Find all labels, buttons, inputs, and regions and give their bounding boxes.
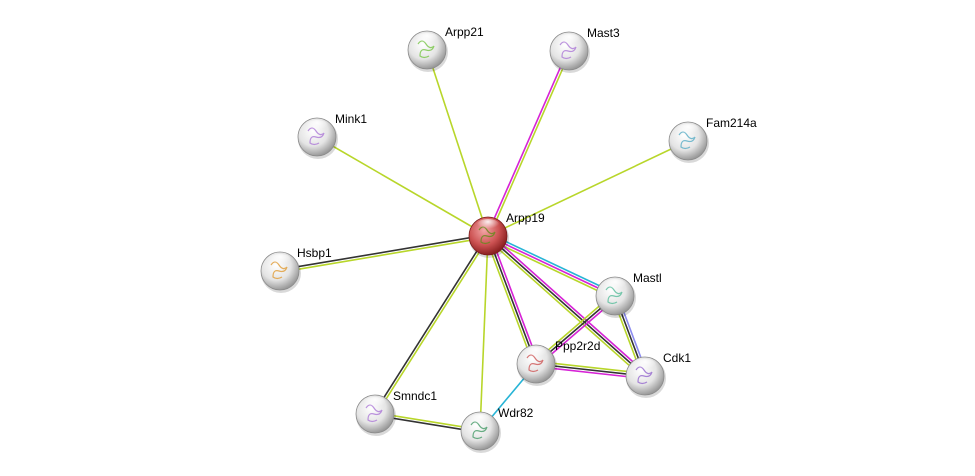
edge-arpp19-arpp21[interactable] [426, 49, 489, 237]
node-label: Arpp21 [445, 25, 484, 39]
edge-line-textmining [479, 235, 489, 432]
node-label: Wdr82 [498, 406, 534, 420]
node-mast3[interactable]: Mast3 [549, 26, 620, 73]
node-label: Smndc1 [393, 389, 437, 403]
edge-line-experiments [487, 235, 616, 297]
edge-line-textmining [488, 51, 571, 237]
edge-line-textmining [487, 140, 689, 237]
edge-line-coexpression [487, 235, 537, 365]
edge-line-textmining [484, 236, 535, 366]
node-label: Mast3 [587, 26, 620, 40]
edge-line-experiments [489, 234, 540, 364]
node-label: Mink1 [335, 112, 367, 126]
node-label: Mastl [633, 271, 662, 285]
node-highlight [305, 120, 329, 134]
node-mink1[interactable]: Mink1 [297, 112, 367, 159]
edge-line-experiments [489, 233, 648, 375]
edge-arpp19-ppp2r2d[interactable] [484, 234, 540, 366]
node-cdk1[interactable]: Cdk1 [625, 351, 691, 398]
edge-line-databases [488, 232, 617, 295]
node-label: Hsbp1 [297, 246, 332, 260]
node-label: Arpp19 [506, 211, 545, 225]
node-fam214a[interactable]: Fam214a [668, 116, 757, 163]
edge-line-textmining [375, 236, 490, 416]
node-mastl[interactable]: Mastl [595, 271, 662, 318]
node-ppp2r2d[interactable]: Ppp2r2d [516, 339, 600, 386]
edge-arpp19-mast3[interactable] [486, 50, 571, 237]
edge-arpp19-mastl[interactable] [486, 232, 617, 300]
edge-arpp19-mink1[interactable] [316, 136, 489, 237]
node-arpp21[interactable]: Arpp21 [407, 25, 484, 72]
edge-arpp19-cdk1[interactable] [485, 233, 648, 379]
edge-line-coexpression [487, 235, 646, 377]
node-highlight [603, 279, 627, 293]
node-label: Ppp2r2d [555, 339, 600, 353]
edge-line-textmining [280, 236, 489, 274]
node-highlight [268, 254, 292, 268]
node-wdr82[interactable]: Wdr82 [460, 406, 534, 453]
edge-line-textmining [486, 237, 615, 300]
node-hsbp1[interactable]: Hsbp1 [260, 246, 332, 293]
node-highlight [468, 414, 492, 428]
edge-arpp19-wdr82[interactable] [479, 235, 489, 432]
node-arpp19[interactable]: Arpp19 [468, 211, 545, 258]
node-highlight [363, 397, 387, 411]
node-highlight [676, 124, 700, 138]
edge-arpp19-hsbp1[interactable] [279, 233, 489, 274]
node-smndc1[interactable]: Smndc1 [355, 389, 437, 436]
node-highlight [633, 359, 657, 373]
node-highlight [524, 347, 548, 361]
node-label: Fam214a [706, 116, 757, 130]
node-highlight [415, 33, 439, 47]
node-highlight [557, 34, 581, 48]
edge-arpp19-smndc1[interactable] [373, 234, 490, 416]
edge-line-coexpression [373, 234, 488, 414]
node-label: Cdk1 [663, 351, 691, 365]
node-highlight [476, 219, 500, 233]
edge-line-experiments [486, 50, 569, 236]
edge-arpp19-fam214a[interactable] [487, 140, 689, 237]
edge-line-textmining [485, 237, 644, 379]
edge-line-coexpression [279, 233, 488, 271]
edge-line-textmining [316, 136, 489, 237]
edge-line-textmining [426, 49, 489, 237]
